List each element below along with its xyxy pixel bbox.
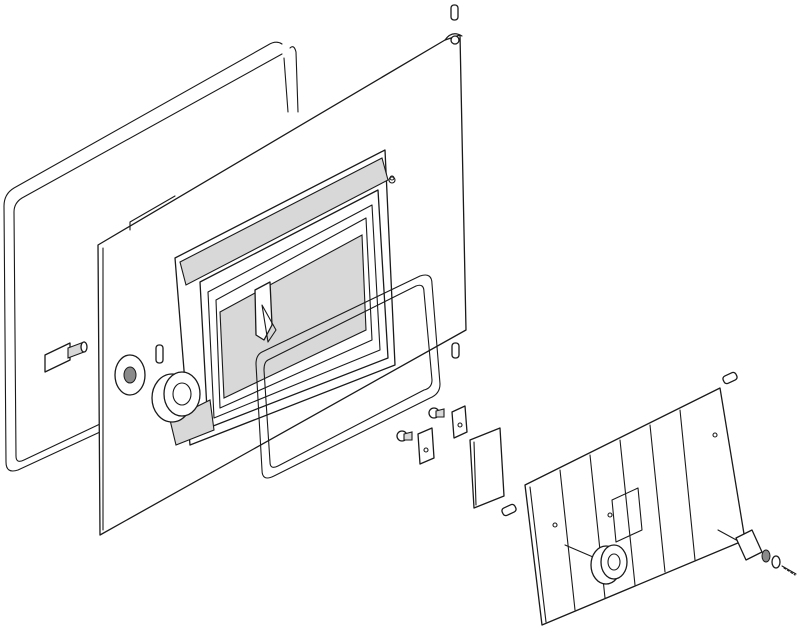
rear-plate	[524, 387, 746, 626]
rear-knob	[564, 544, 628, 585]
window-frame	[174, 149, 396, 446]
door-knob	[151, 371, 215, 446]
window-gasket	[255, 274, 441, 479]
pin	[155, 4, 738, 517]
door-gasket-frame	[3, 41, 299, 472]
handle-bolt	[717, 529, 797, 576]
latch-bracket	[44, 341, 88, 373]
washer	[114, 354, 146, 396]
screw	[396, 407, 445, 442]
clip-plate	[417, 405, 468, 465]
glass-pane	[469, 427, 505, 509]
